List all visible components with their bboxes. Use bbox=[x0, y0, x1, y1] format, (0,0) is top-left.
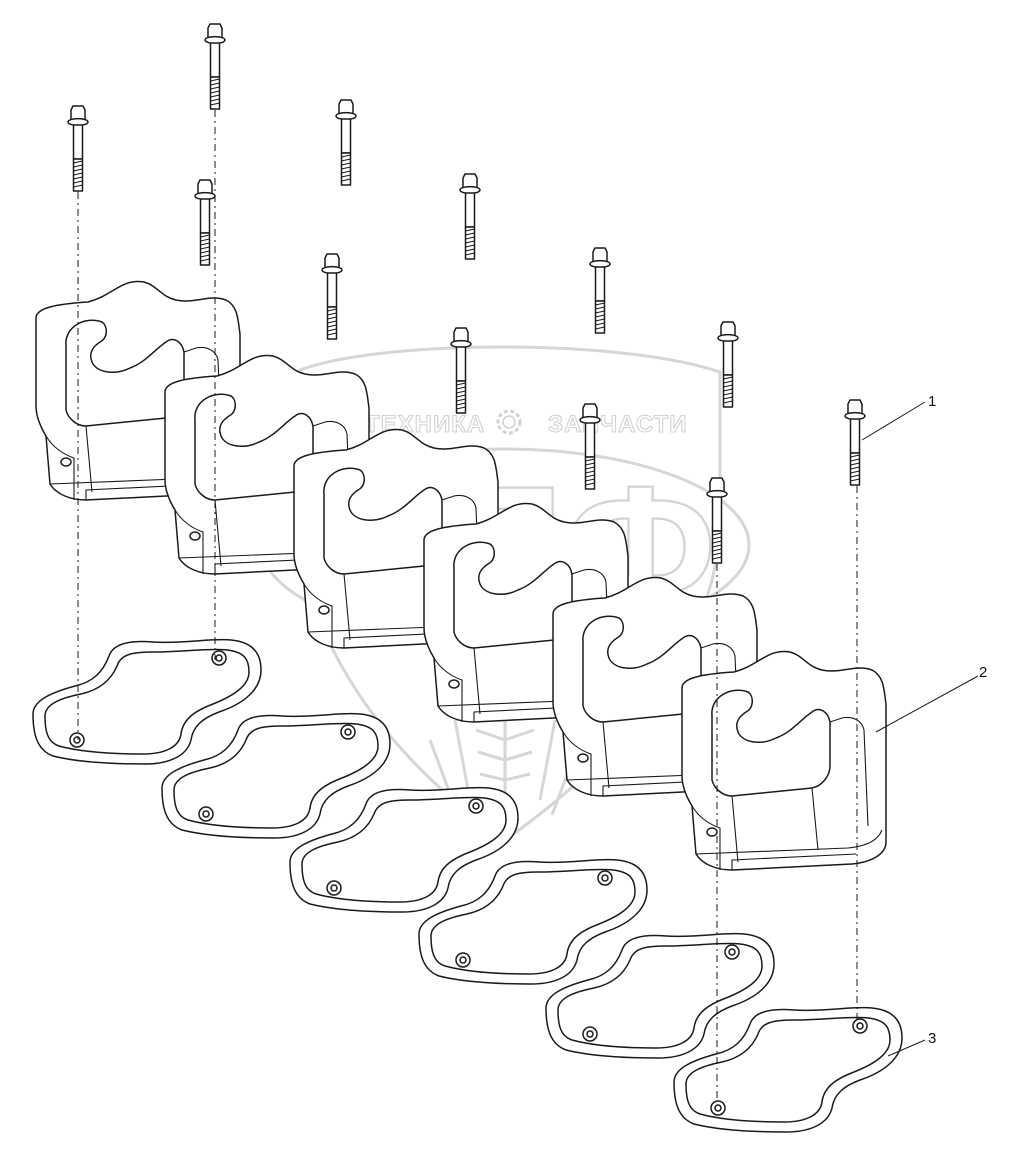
bolt bbox=[194, 179, 216, 266]
bolt bbox=[450, 327, 472, 414]
bolt bbox=[589, 247, 611, 334]
callout-leader bbox=[887, 1039, 926, 1057]
bolt bbox=[459, 173, 481, 260]
gear-icon bbox=[496, 409, 522, 435]
callout-leader bbox=[861, 401, 926, 441]
bolt bbox=[67, 105, 89, 192]
callout-leader bbox=[875, 675, 979, 733]
callout-number: 1 bbox=[928, 393, 936, 410]
bolt bbox=[335, 99, 357, 186]
bolt bbox=[204, 23, 226, 110]
bolt bbox=[321, 253, 343, 340]
gasket bbox=[161, 712, 391, 839]
bolt bbox=[844, 399, 866, 486]
callouts: 1 2 3 bbox=[861, 393, 987, 1057]
watermark-right-text: ЗАПЧАСТИ bbox=[548, 411, 688, 438]
gasket bbox=[673, 1006, 903, 1133]
gasket bbox=[545, 932, 775, 1059]
gasket bbox=[32, 638, 262, 765]
callout-number: 2 bbox=[979, 664, 987, 681]
center-lines bbox=[77, 110, 858, 1100]
callout-number: 3 bbox=[928, 1030, 936, 1047]
valve-cover bbox=[681, 650, 887, 871]
